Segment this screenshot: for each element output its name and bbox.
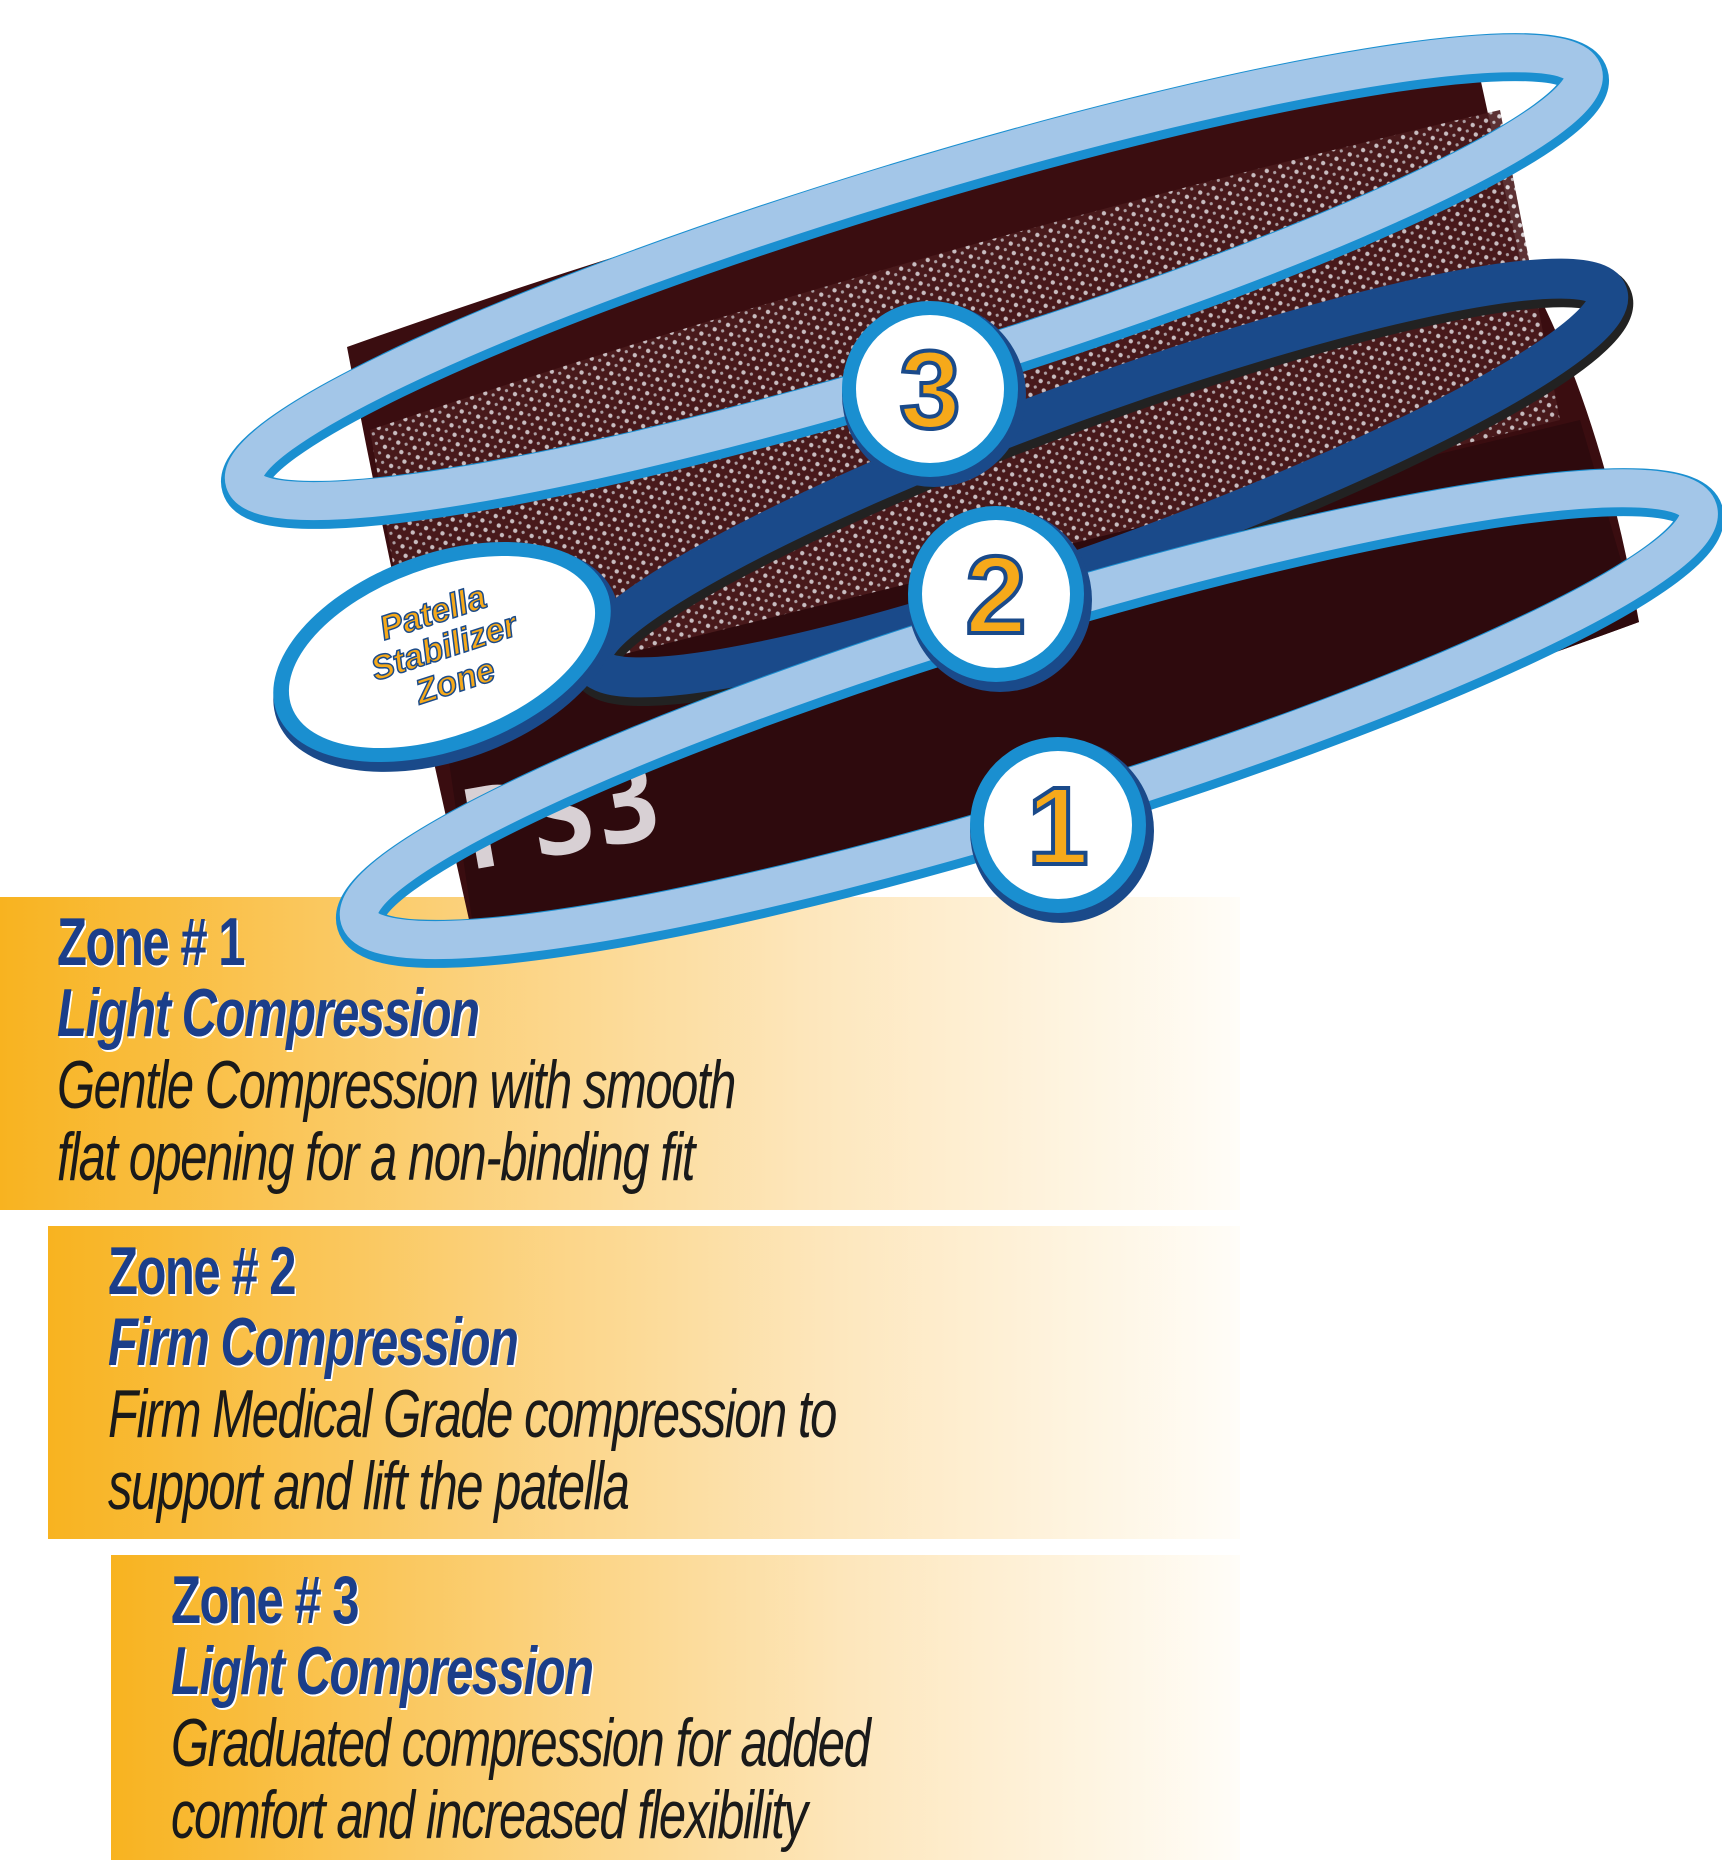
patella-stabilizer-badge: Patella Stabilizer Zone [273, 541, 619, 772]
zone-3-level: Light Compression [171, 1633, 594, 1709]
zone-1-desc-line-2: flat opening for a non-binding fit [57, 1119, 695, 1195]
number-1: 1 [1027, 765, 1088, 888]
number-3: 3 [899, 329, 960, 452]
zone-1-desc-line-1: Gentle Compression with smooth [57, 1047, 736, 1123]
knee-sleeve-illustration: PS3 Patella Stabilizer Zone 3 2 [221, 33, 1722, 968]
zone-3-number-badge: 3 [842, 301, 1026, 487]
number-2: 2 [965, 534, 1026, 657]
zone-1-level: Light Compression [57, 975, 480, 1051]
zone-1-title: Zone # 1 [57, 904, 246, 980]
zone-3-panel: Zone # 3 Light Compression Graduated com… [111, 1555, 1240, 1860]
zone-2-level: Firm Compression [108, 1304, 519, 1380]
zone-2-panel: Zone # 2 Firm Compression Firm Medical G… [48, 1226, 1240, 1539]
zone-2-desc-line-1: Firm Medical Grade compression to [108, 1376, 837, 1452]
zone-2-number-badge: 2 [908, 506, 1092, 692]
zone-3-desc-line-2: comfort and increased flexibility [171, 1777, 808, 1853]
zone-1-number-badge: 1 [970, 737, 1154, 923]
zone-3-title: Zone # 3 [171, 1562, 360, 1638]
zone-2-desc-line-2: support and lift the patella [108, 1448, 630, 1524]
zone-2-title: Zone # 2 [108, 1233, 297, 1309]
zone-3-desc-line-1: Graduated compression for added [171, 1705, 871, 1781]
zone-1-panel: Zone # 1 Light Compression Gentle Compre… [0, 897, 1240, 1210]
